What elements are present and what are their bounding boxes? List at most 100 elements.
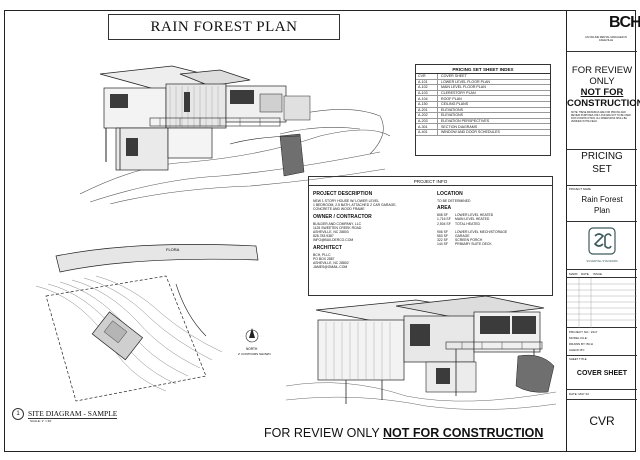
sheet-index-number: A-103 (416, 90, 438, 96)
date-header: DATE (581, 271, 589, 276)
title-block: BCH AN ONLINE RENTAL MANAGER IN ASHEVILL… (566, 10, 640, 452)
sheet-index-sheet-title: WINDOW AND DOOR SCHEDULES (441, 130, 500, 135)
sheet-index-number: A-203 (416, 118, 438, 124)
site-caption-text: SITE DIAGRAM - SAMPLE (28, 409, 118, 419)
sheet-title: COVER SHEET (576, 370, 628, 377)
project-name: Rain Forest Plan (567, 194, 637, 216)
north-sub-label: 2' CONTOURS SHOWN (238, 352, 271, 356)
sheet-number-cell: CVR (567, 400, 637, 452)
pricing-set-label: PRICING SET (567, 150, 637, 176)
checked-by: CHECK BY: (569, 348, 586, 352)
architect-heading: ARCHITECT (313, 244, 342, 251)
sheet-title-cell: SHEET TITLE COVER SHEET (567, 356, 637, 390)
drawing-number: 1 (12, 408, 24, 420)
sheet-date: DATE: MAY 23 (569, 392, 589, 396)
review-line-2: ONLY (589, 76, 615, 87)
project-name-line-1: Rain Forest (581, 195, 623, 204)
owner-line: ASHEVILLE, NC 28803 (313, 230, 349, 235)
project-info-box: PROJECT INFO PROJECT DESCRIPTION NEW 1 S… (308, 176, 553, 296)
location-lines: TO BE DETERMINED (437, 199, 549, 203)
mark-header: MARK (569, 271, 578, 276)
area-label: MAIN LEVEL HEATED (455, 217, 490, 222)
project-name-cell: PROJECT NAME Rain Forest Plan (567, 186, 637, 222)
sheet-index-number: A-150 (416, 101, 438, 107)
project-info-title: PROJECT INFO (309, 177, 552, 186)
area-value: 144 SF (437, 242, 448, 247)
project-info-left: PROJECT DESCRIPTION NEW 1 STORY HOUSE W/… (313, 189, 433, 269)
area-value: 906 SF (437, 229, 448, 234)
site-scale: SCALE: 1" = 60' (30, 419, 52, 423)
owner-line: BUILDER AND COMPANY, LLC (313, 221, 362, 226)
owner-line: INFO@BUILDERCO.COM (313, 238, 354, 243)
firm-logo: BCH (609, 14, 640, 31)
plan-title: RAIN FOREST PLAN (108, 14, 340, 40)
project-name-line-2: Plan (593, 206, 610, 215)
area-heading: AREA (437, 205, 452, 212)
sheet-index-sheet-title: ELEVATIONS (441, 107, 464, 112)
pricing-line-1: PRICING (581, 151, 623, 162)
area-value: 808 SF (437, 213, 448, 218)
description-line: 1 BEDROOM, 2.5 BATH, ATTACHED 2 CAR GARA… (313, 203, 397, 208)
sheet-index-sheet-title: MAIN LEVEL FLOOR PLAN (441, 85, 486, 90)
house-rendering (80, 65, 390, 204)
sheet-index-sheet-title: SECTION DIAGRAMS (441, 124, 478, 129)
project-details-cell: PROJECT NO.: 2217 MODEL FILE: DRAWN BY: … (567, 328, 637, 356)
architect-line: ASHEVILLE, NC 28802 (313, 261, 349, 266)
firm-logo-cell: BCH AN ONLINE RENTAL MANAGER IN ASHEVILL… (567, 10, 640, 52)
sheet-index-sheet-title: COVER SHEET (441, 74, 467, 79)
area-value: 2,504 SF (437, 221, 451, 226)
area-value: 322 SF (437, 238, 448, 243)
firm-tagline: AN ONLINE RENTAL MANAGER IN ASHEVILLE (585, 36, 627, 42)
sheet-index-sheet-title: CEILING PLANS (441, 102, 469, 107)
sheet-index-number: A-104 (416, 96, 438, 101)
owner-line: 1125 SWEETEN CREEK ROAD (313, 225, 362, 230)
revision-header: MARK DATE ISSUE (567, 270, 637, 278)
description-heading: PROJECT DESCRIPTION (313, 191, 373, 197)
builder-logo-text: SILVERTAIL STANDARD (586, 259, 617, 263)
sheet-number: CVR (589, 414, 615, 428)
pricing-set-cell: PRICING SET (567, 150, 637, 186)
architect-line: BCH, PLLC (313, 252, 331, 257)
sheet-index-number: A-201 (416, 107, 438, 113)
house-rear-rendering (286, 296, 556, 410)
sheet-index-number: A-102 (416, 85, 438, 90)
review-fine-print: NOTE: THESE DRAWINGS ARE FOR PRICING AND… (571, 112, 631, 123)
review-line-3: NOT FOR (580, 87, 624, 98)
review-line-4: CONSTRUCTION (567, 98, 640, 109)
project-number: PROJECT NO.: 2217 (569, 330, 598, 334)
date-cell: DATE: MAY 23 (567, 390, 637, 400)
sheet-index-title: PRICING SET SHEET INDEX (416, 65, 550, 74)
sheet-index-number: A-401 (416, 129, 438, 135)
location-line: TO BE DETERMINED (437, 199, 471, 203)
owner-heading: OWNER / CONTRACTOR (313, 213, 372, 220)
review-stamp: FOR REVIEW ONLY NOT FOR CONSTRUCTION NOT… (567, 64, 640, 150)
drawn-by: DRAWN BY: BCH (569, 342, 593, 346)
sheet-title-label: SHEET TITLE (569, 357, 587, 361)
area-label: PRIMARY SUITE DECK (455, 242, 492, 247)
site-caption: 1 SITE DIAGRAM - SAMPLE (12, 408, 118, 420)
review-banner-strong: NOT FOR CONSTRUCTION (383, 426, 544, 440)
pricing-line-2: SET (592, 164, 612, 175)
review-banner: FOR REVIEW ONLY NOT FOR CONSTRUCTION (264, 426, 543, 440)
sheet-index-sheet-title: ELEVATIONS (441, 113, 464, 118)
sheet-index-number: A-101 (416, 79, 438, 85)
